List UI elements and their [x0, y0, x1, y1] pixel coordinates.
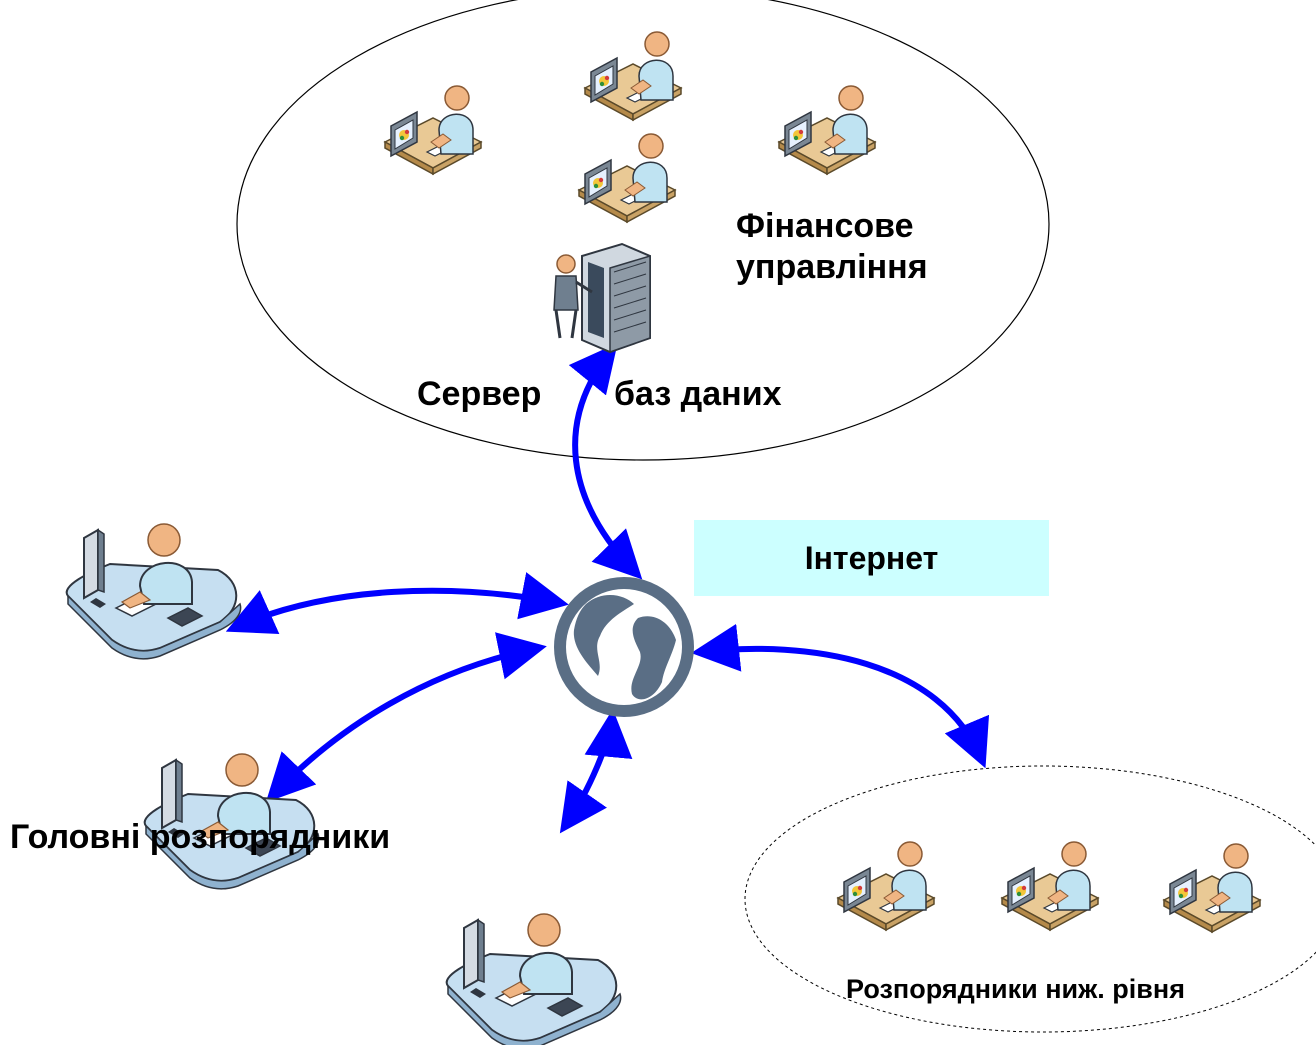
- lower-managers-ellipse: [744, 765, 1316, 1033]
- arrow-server-internet: [568, 343, 643, 580]
- lower-managers-label: Розпорядники ниж. рівня: [846, 974, 1185, 1004]
- globe-icon: [554, 577, 694, 717]
- internet-box: Інтернет: [694, 520, 1049, 596]
- finance-label-line2: управління: [736, 247, 928, 286]
- finance-department-label: Фінансове управління: [736, 206, 928, 288]
- office-worker-icon: [578, 133, 676, 223]
- finance-label-line1: Фінансове: [736, 207, 914, 245]
- office-worker-icon: [384, 85, 482, 175]
- database-label: баз даних: [614, 375, 782, 413]
- server-rack-icon: [553, 242, 651, 354]
- user-workstation-icon: [445, 913, 622, 1045]
- office-worker-icon: [1001, 841, 1099, 931]
- office-worker-icon: [778, 85, 876, 175]
- arrow-main2-internet: [265, 632, 547, 803]
- arrow-internet-lower: [691, 623, 989, 769]
- internet-label: Інтернет: [804, 539, 939, 576]
- arrow-main3-internet: [559, 709, 633, 834]
- document-worker-icon: [584, 31, 682, 121]
- main-managers-label: Головні розпорядники: [10, 818, 391, 856]
- office-worker-icon: [1163, 843, 1261, 933]
- user-workstation-icon: [65, 523, 242, 660]
- arrow-main1-internet: [225, 572, 569, 634]
- office-worker-icon: [837, 841, 935, 931]
- finance-department-ellipse: [236, 0, 1050, 461]
- server-label: Сервер: [417, 375, 542, 413]
